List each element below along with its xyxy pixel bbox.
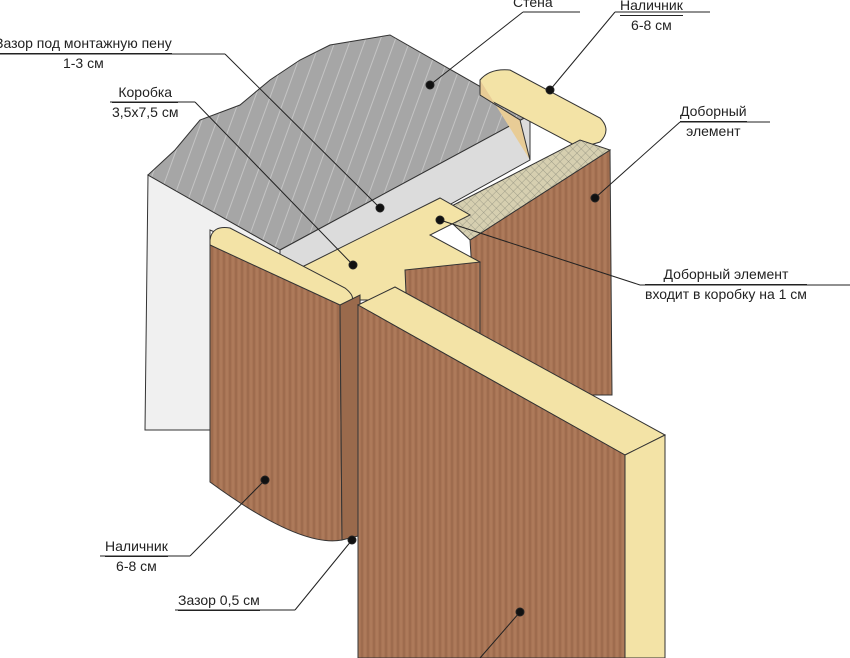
label-door-gap: Зазор 0,5 см — [178, 591, 260, 611]
door-leaf-edge — [624, 434, 666, 658]
label-wall: Стена — [513, 0, 553, 10]
extension-mesh — [439, 139, 612, 241]
back-casing-end — [479, 69, 607, 149]
door-leaf-face — [357, 304, 626, 658]
